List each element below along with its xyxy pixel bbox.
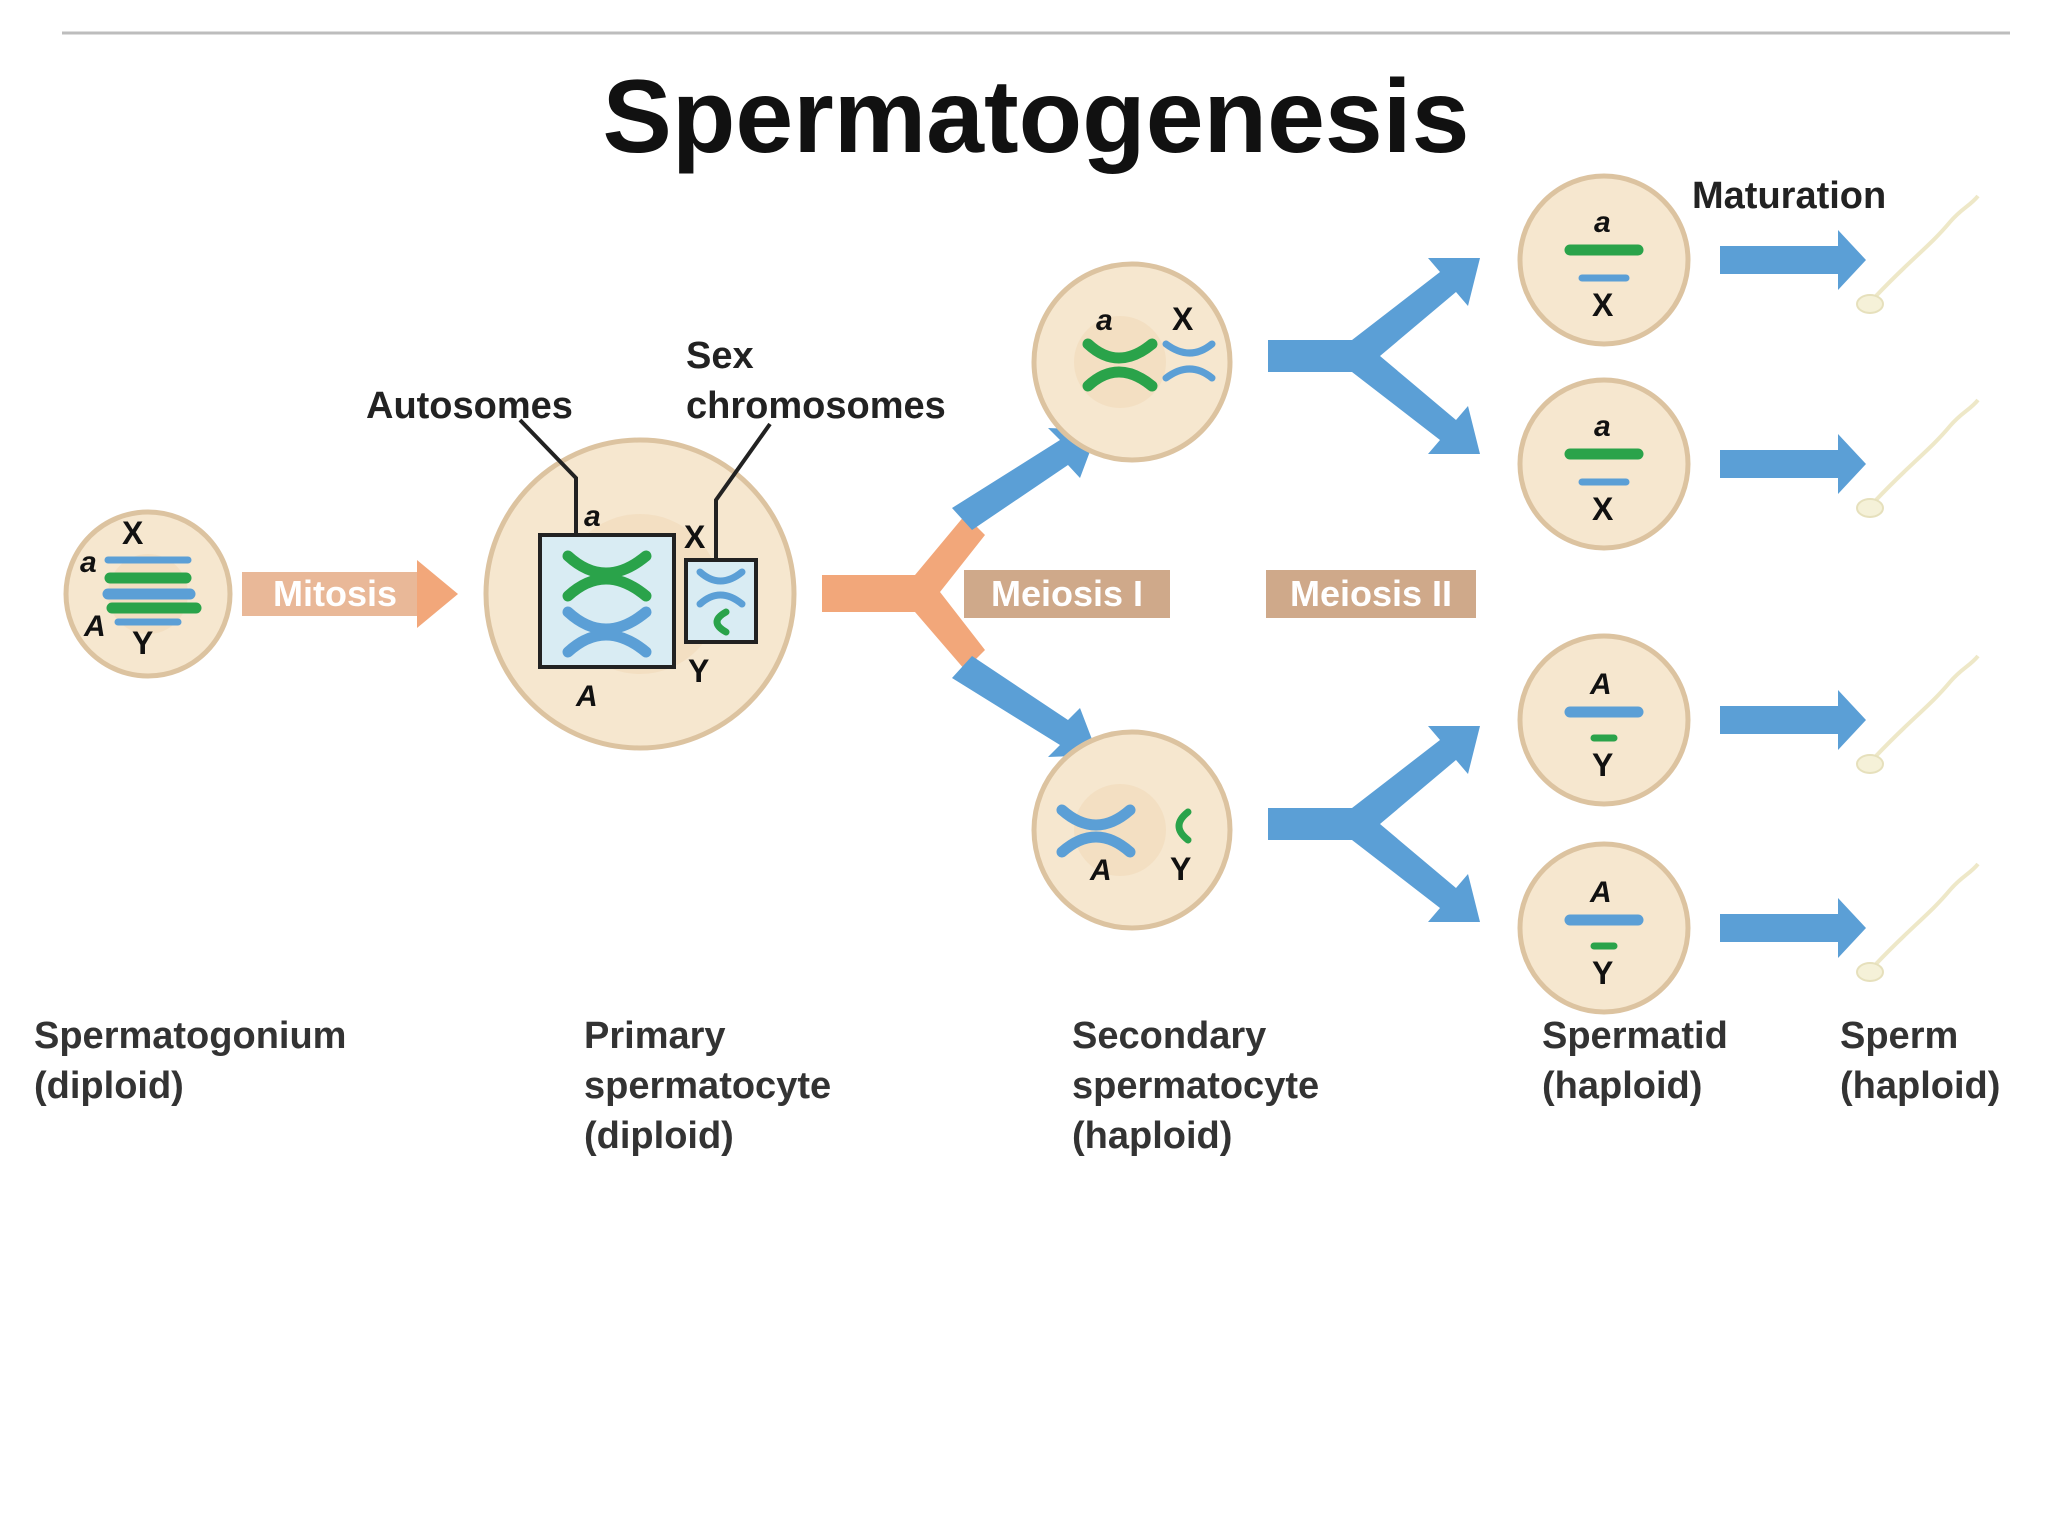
sperm-1 [1856, 194, 1980, 314]
stage-ploidy: (haploid) [1072, 1115, 1232, 1157]
allele-label: A [83, 610, 106, 643]
stage-caption-primary-spermatocyte: Primary spermatocyte (diploid) [584, 1015, 831, 1157]
sperm-2 [1856, 398, 1980, 518]
cell-spermatid-1: a X [1517, 173, 1691, 347]
sex-chromosome-label: X [1172, 301, 1194, 337]
meiosis1-box: Meiosis I [964, 570, 1170, 618]
maturation-arrow-2 [1720, 434, 1866, 494]
maturation-arrow-1 [1720, 230, 1866, 290]
sex-chromosome-label: Y [1592, 747, 1613, 783]
autosome-box [538, 533, 676, 669]
stage-name: Secondary [1072, 1015, 1266, 1057]
allele-label: a [80, 546, 97, 579]
sex-chromosome-label: X [1592, 287, 1614, 323]
cell-spermatid-4: A Y [1517, 841, 1691, 1015]
sex-chromosomes-leader-line [714, 422, 772, 560]
cell-spermatogonium: a A X Y [63, 509, 233, 679]
sex-chromosome-label: Y [688, 653, 709, 689]
stage-name: Spermatogonium [34, 1015, 346, 1057]
stage-caption-sperm: Sperm (haploid) [1840, 1015, 2000, 1107]
cell-primary-spermatocyte: a A X Y [483, 437, 797, 751]
allele-label: A [575, 680, 598, 713]
sex-chromosomes-label-line1: Sex [686, 335, 754, 377]
stage-ploidy: (diploid) [34, 1065, 184, 1107]
allele-label: A [1089, 854, 1112, 887]
mitosis-arrow: Mitosis [242, 560, 458, 628]
cell-spermatid-3: A Y [1517, 633, 1691, 807]
meiosis1-label: Meiosis I [991, 573, 1143, 614]
sex-chromosome-label: X [122, 515, 144, 551]
sex-chromosome-label: Y [132, 625, 153, 661]
stage-name: Spermatid [1542, 1015, 1728, 1057]
autosomes-leader-line [518, 418, 578, 535]
maturation-label: Maturation [1692, 175, 1886, 217]
stage-name: Sperm [1840, 1015, 1958, 1057]
stage-name-cont: spermatocyte [1072, 1065, 1319, 1107]
allele-label: a [1594, 410, 1611, 443]
meiosis1-fork [822, 428, 1098, 757]
sex-chromosomes-label-line2: chromosomes [686, 385, 946, 427]
maturation-arrow-4 [1720, 898, 1866, 958]
cell-spermatid-2: a X [1517, 377, 1691, 551]
sperm-4 [1856, 862, 1980, 982]
allele-label: a [584, 500, 601, 533]
stage-name: Primary [584, 1015, 726, 1057]
stage-ploidy: (haploid) [1542, 1065, 1702, 1107]
maturation-arrow-3 [1720, 690, 1866, 750]
sex-chromosome-label: X [684, 519, 706, 555]
meiosis2-label: Meiosis II [1290, 573, 1452, 614]
allele-label: a [1096, 304, 1113, 337]
autosomes-label: Autosomes [366, 385, 573, 427]
allele-label: A [1589, 876, 1612, 909]
stage-ploidy: (haploid) [1840, 1065, 2000, 1107]
sex-chromosome-label: Y [1170, 851, 1191, 887]
stage-caption-secondary-spermatocyte: Secondary spermatocyte (haploid) [1072, 1015, 1319, 1157]
stage-caption-spermatogonium: Spermatogonium (diploid) [34, 1015, 346, 1107]
meiosis2-fork-bottom [1268, 726, 1480, 922]
stage-name-cont: spermatocyte [584, 1065, 831, 1107]
sex-chromosome-label: Y [1592, 955, 1613, 991]
cell-secondary-spermatocyte-bottom: A Y [1031, 729, 1233, 931]
mitosis-label: Mitosis [273, 573, 397, 614]
meiosis2-fork-top [1268, 258, 1480, 454]
sperm-3 [1856, 654, 1980, 774]
sex-chromosome-label: X [1592, 491, 1614, 527]
allele-label: A [1589, 668, 1612, 701]
allele-label: a [1594, 206, 1611, 239]
diagram-title: Spermatogenesis [603, 59, 1470, 175]
cell-secondary-spermatocyte-top: a X [1031, 261, 1233, 463]
stage-ploidy: (diploid) [584, 1115, 734, 1157]
meiosis2-box: Meiosis II [1266, 570, 1476, 618]
stage-caption-spermatid: Spermatid (haploid) [1542, 1015, 1728, 1107]
